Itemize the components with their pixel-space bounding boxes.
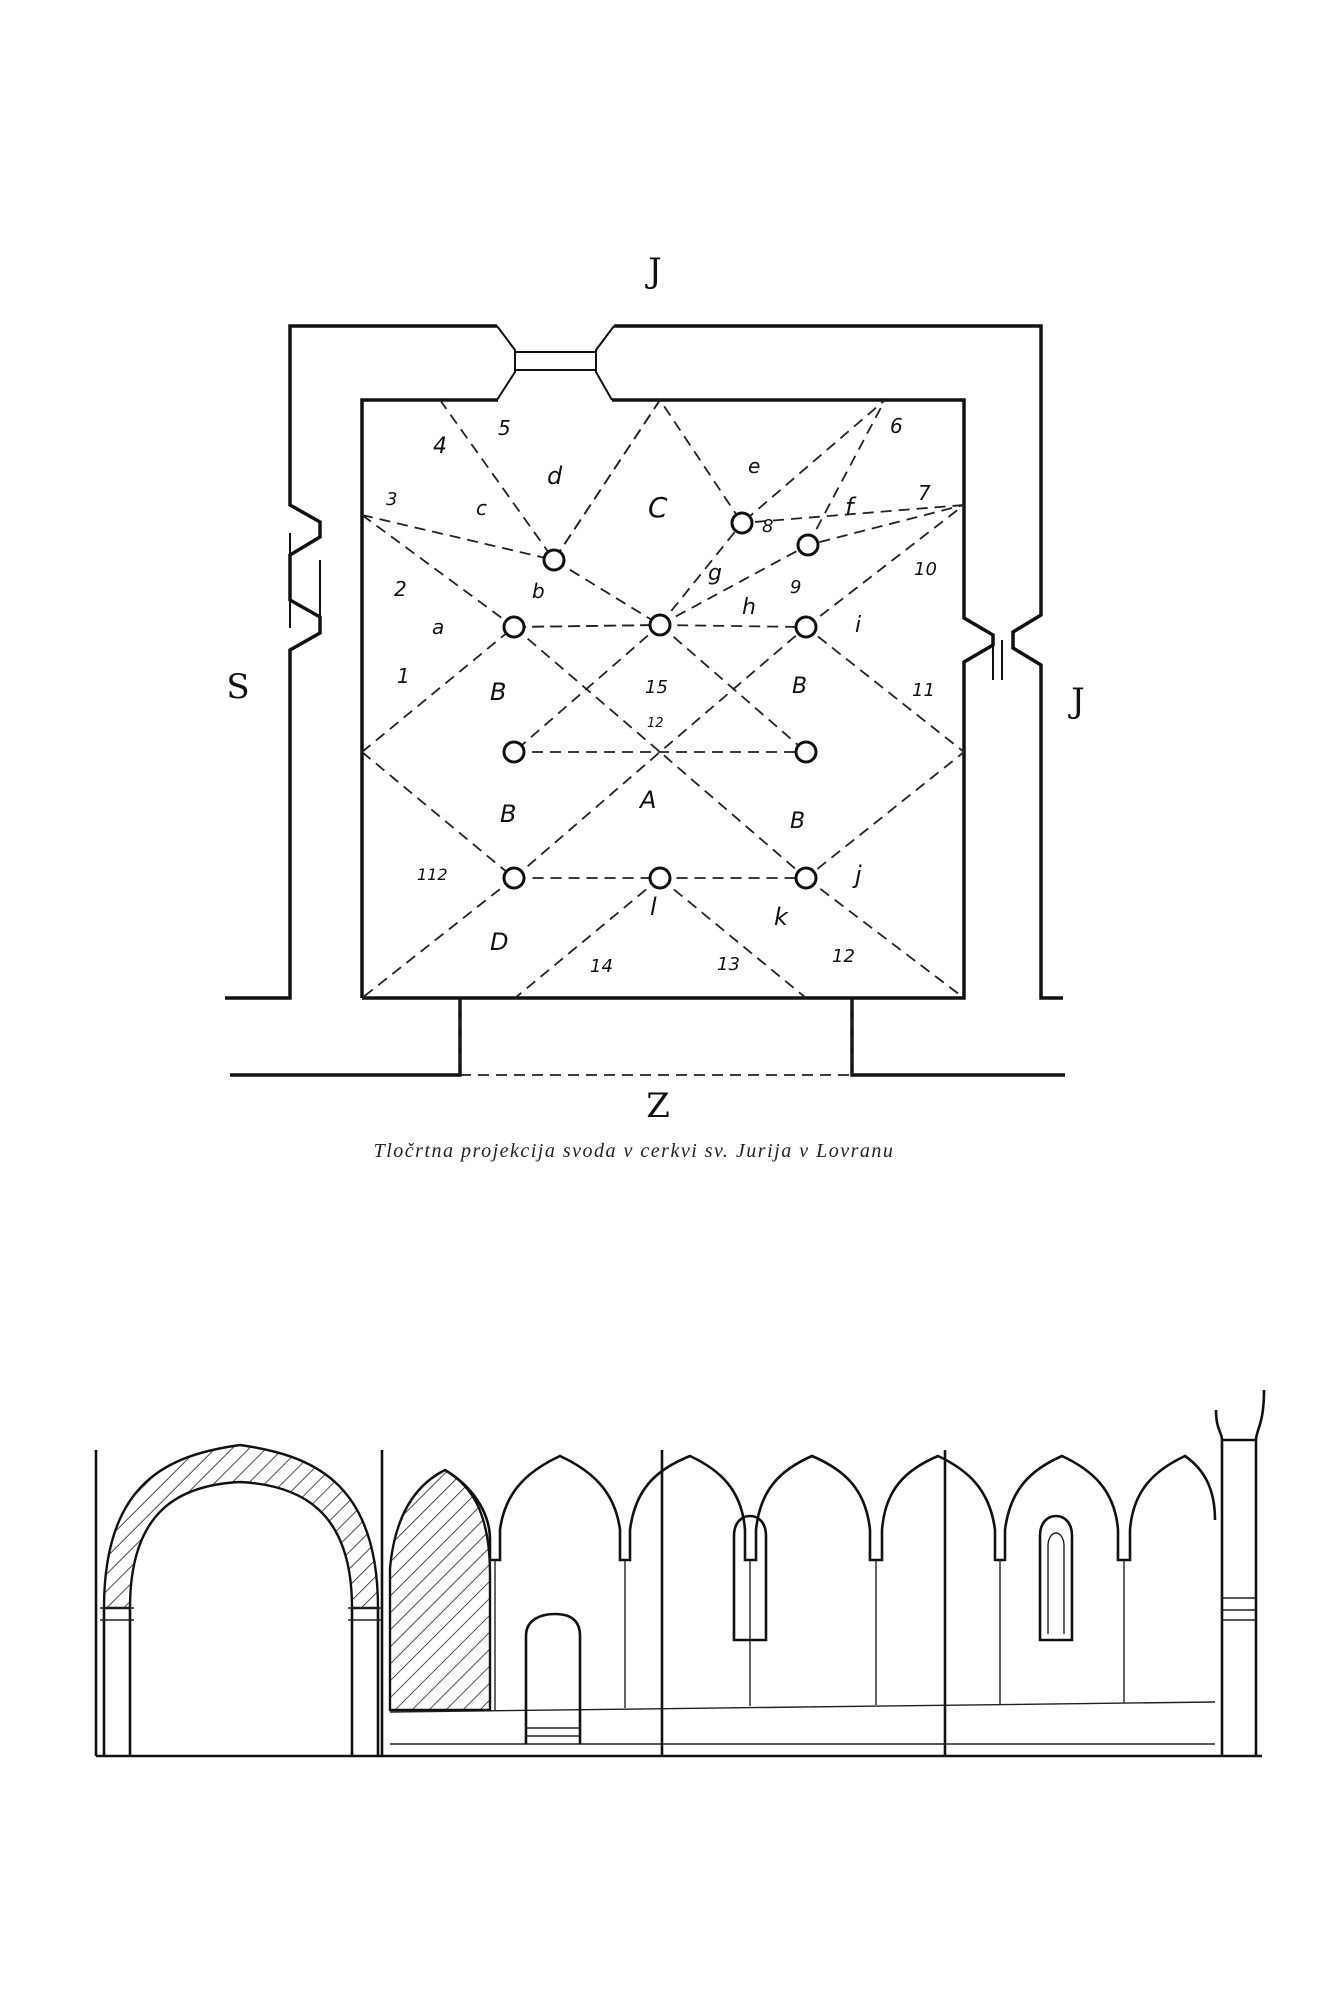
east-window (992, 640, 1003, 680)
south-porch (230, 998, 1065, 1077)
label-12: 12 (832, 946, 855, 967)
window-2 (1038, 1514, 1074, 1642)
label-B-se: B (790, 809, 805, 834)
compass-north: J (645, 251, 662, 291)
label-7: 7 (918, 481, 931, 505)
label-5: 5 (498, 416, 511, 440)
label-B-ne: B (792, 674, 807, 699)
window-1 (732, 1514, 768, 1642)
arch-imposts (100, 1607, 382, 1621)
label-C: C (648, 491, 668, 524)
figure-caption: Tločrtna projekcija svoda v cerkvi sv. J… (374, 1140, 895, 1162)
section-wall-cut (388, 1468, 492, 1712)
label-15: 15 (645, 677, 668, 698)
label-a: a (432, 615, 444, 639)
label-13: 13 (717, 954, 740, 975)
label-B-nw: B (490, 678, 506, 706)
compass-east: J (1068, 681, 1085, 721)
bosses (502, 511, 820, 890)
label-l: l (650, 893, 657, 921)
vault-bays (444, 1454, 1217, 1562)
side-door (524, 1612, 582, 1744)
label-j: j (852, 861, 862, 889)
label-d: d (547, 462, 563, 490)
compass-west: S (226, 667, 249, 707)
label-i: i (855, 613, 861, 638)
triumphal-arch (102, 1443, 380, 1610)
label-14: 14 (590, 956, 613, 977)
label-h: h (742, 595, 756, 620)
label-g: g (708, 561, 722, 586)
label-1: 1 (397, 664, 410, 688)
label-12-small: 12 (647, 716, 664, 731)
label-8: 8 (762, 516, 773, 537)
window-2-inner (1047, 1532, 1065, 1634)
label-3: 3 (386, 489, 397, 510)
label-b: b (532, 579, 545, 603)
wall-shafts (494, 1560, 1125, 1710)
outer-wall (225, 324, 1063, 1000)
label-c: c (476, 496, 487, 520)
tower-bands (1222, 1597, 1256, 1621)
arch-pillars (102, 1608, 380, 1756)
label-11: 11 (912, 680, 935, 701)
label-9: 9 (790, 577, 801, 598)
label-A: A (638, 786, 656, 814)
label-D: D (490, 928, 508, 956)
label-k: k (774, 903, 789, 931)
label-6: 6 (890, 414, 903, 438)
compass-south: Z (646, 1086, 670, 1126)
label-112: 112 (417, 865, 448, 884)
nave-outline (360, 398, 995, 1000)
label-e: e (748, 454, 760, 478)
vault-plan: 1 2 3 4 5 6 7 8 9 10 11 12 13 14 15 12 1… (225, 251, 1085, 1162)
ribs (361, 398, 965, 999)
label-2: 2 (394, 577, 407, 601)
right-tower (1214, 1389, 1266, 1756)
west-door (289, 533, 321, 628)
door-steps (526, 1727, 580, 1737)
label-10: 10 (914, 559, 937, 580)
plan-labels: 1 2 3 4 5 6 7 8 9 10 11 12 13 14 15 12 1… (386, 414, 937, 977)
floor-line-back (389, 1701, 1216, 1713)
label-4: 4 (433, 434, 447, 459)
longitudinal-section (94, 1389, 1266, 1758)
north-window (496, 325, 615, 401)
label-f: f (845, 493, 857, 521)
label-B-sw: B (500, 800, 516, 828)
